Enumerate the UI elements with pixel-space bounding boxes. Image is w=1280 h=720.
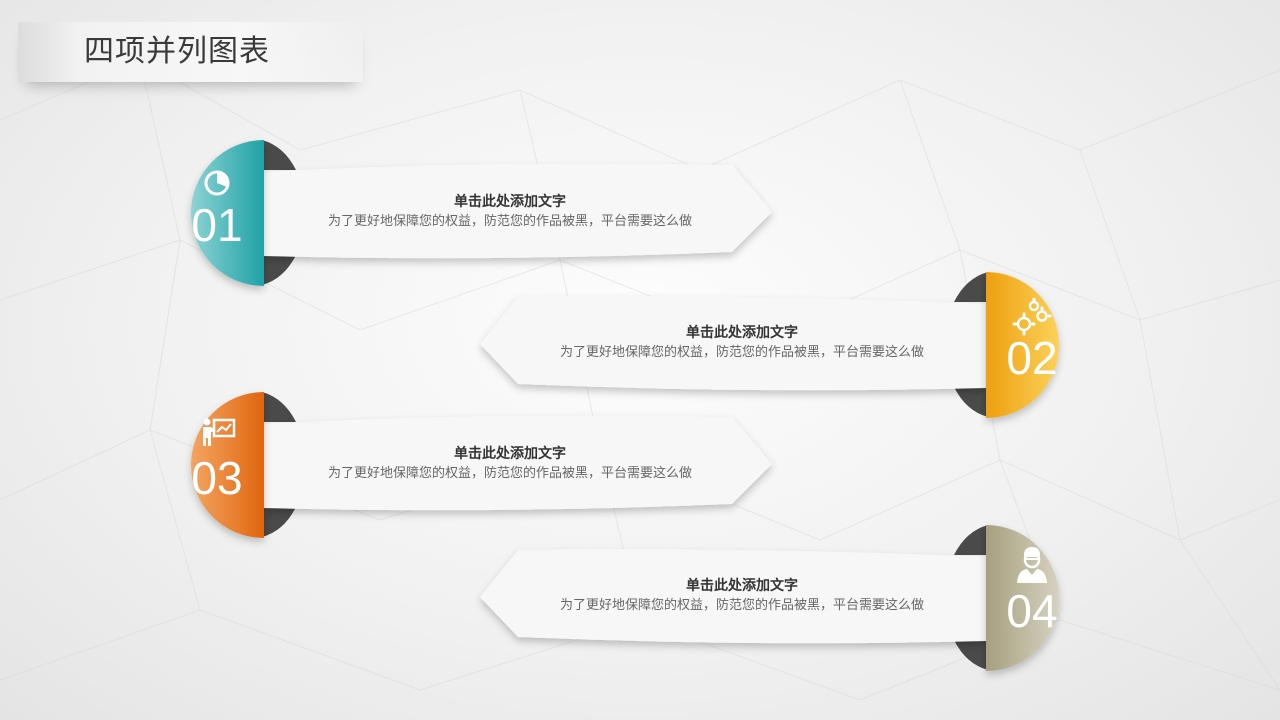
item-01-number: 01 [191, 199, 243, 251]
pie-chart-icon [204, 170, 230, 196]
gears-icon [1012, 298, 1052, 336]
item-02-heading[interactable]: 单击此处添加文字 [686, 325, 798, 341]
page-title: 四项并列图表 [84, 34, 270, 69]
item-04-number: 04 [1006, 585, 1058, 637]
item-01-heading[interactable]: 单击此处添加文字 [454, 194, 566, 210]
item-04-description[interactable]: 为了更好地保障您的权益，防范您的作品被黑，平台需要这么做 [559, 598, 924, 613]
presenter-icon [203, 418, 236, 446]
person-icon [1017, 547, 1047, 583]
item-01-description[interactable]: 为了更好地保障您的权益，防范您的作品被黑，平台需要这么做 [327, 214, 692, 229]
title-bar [18, 22, 363, 82]
item-03-description[interactable]: 为了更好地保障您的权益，防范您的作品被黑，平台需要这么做 [327, 466, 692, 481]
item-03-number: 03 [191, 452, 243, 504]
item-02-description[interactable]: 为了更好地保障您的权益，防范您的作品被黑，平台需要这么做 [559, 345, 924, 360]
item-04-heading[interactable]: 单击此处添加文字 [686, 578, 798, 594]
item-02-number: 02 [1006, 332, 1058, 384]
item-03-heading[interactable]: 单击此处添加文字 [454, 446, 566, 462]
